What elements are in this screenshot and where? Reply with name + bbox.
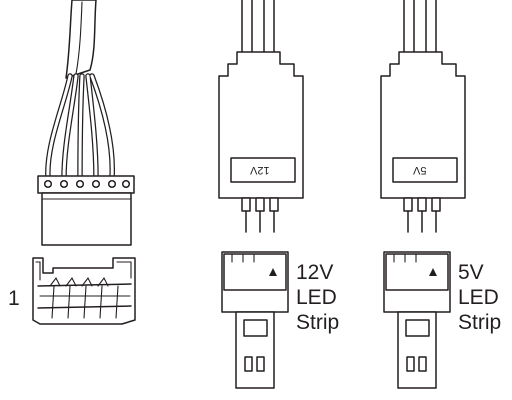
controller-12v-label: 12V <box>250 164 270 176</box>
cable-sleeve <box>65 0 97 79</box>
led-strip-5v <box>383 251 451 389</box>
strip-5v-strip-label: Strip <box>458 311 502 334</box>
strip-5v-led-label: LED <box>458 286 499 309</box>
strip-5v-voltage-label: 5V <box>458 261 484 284</box>
controller-12v <box>218 0 304 233</box>
pin-one-marker: 1 <box>8 287 20 310</box>
led-strip-12v <box>221 251 289 389</box>
controller-5v <box>380 0 466 233</box>
header-wires <box>45 73 116 181</box>
controller-5v-label: 5V <box>413 164 427 176</box>
board-header-socket <box>32 257 136 325</box>
header-plug <box>37 175 135 246</box>
strip-12v-strip-label: Strip <box>296 311 340 334</box>
strip-12v-led-label: LED <box>296 286 337 309</box>
strip-12v-voltage-label: 12V <box>296 261 334 284</box>
